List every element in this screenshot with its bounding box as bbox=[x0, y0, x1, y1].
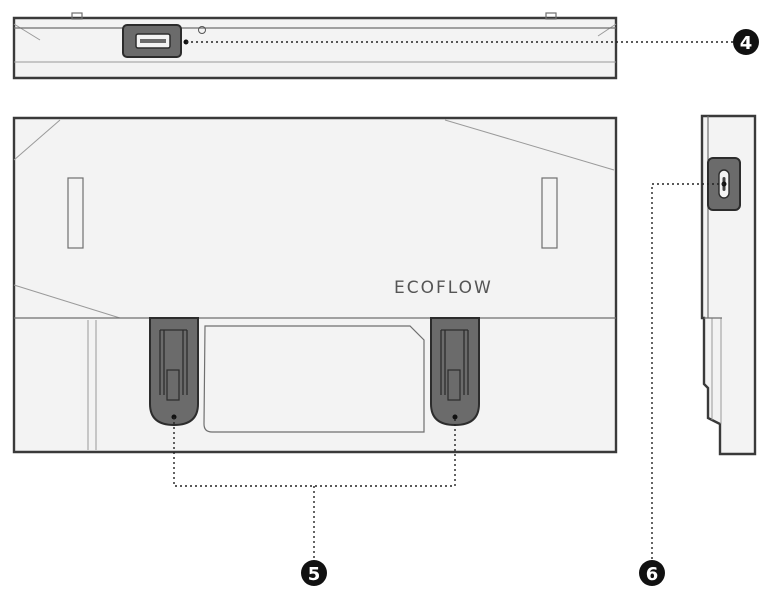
front-view-body bbox=[12, 116, 618, 454]
callout-5: 5 bbox=[301, 560, 327, 586]
callout-4-number: 4 bbox=[740, 33, 753, 54]
front-view: ECOFLOW bbox=[12, 116, 618, 454]
side-view bbox=[700, 114, 757, 456]
callout-4: 4 bbox=[733, 29, 759, 55]
callout-6-number: 6 bbox=[646, 564, 659, 585]
callout-5-number: 5 bbox=[308, 564, 321, 585]
leader-lines bbox=[171, 39, 734, 560]
mount-slot-left bbox=[67, 177, 84, 249]
top-view bbox=[12, 12, 618, 80]
brand-logo: ECOFLOW bbox=[394, 278, 493, 298]
mount-slot-right bbox=[541, 177, 558, 249]
indicator-hole bbox=[198, 26, 206, 34]
label-plate bbox=[203, 325, 425, 433]
callout-6: 6 bbox=[639, 560, 665, 586]
kickstand-left bbox=[149, 317, 199, 427]
top-view-body bbox=[12, 16, 618, 80]
kickstand-right bbox=[430, 317, 480, 427]
